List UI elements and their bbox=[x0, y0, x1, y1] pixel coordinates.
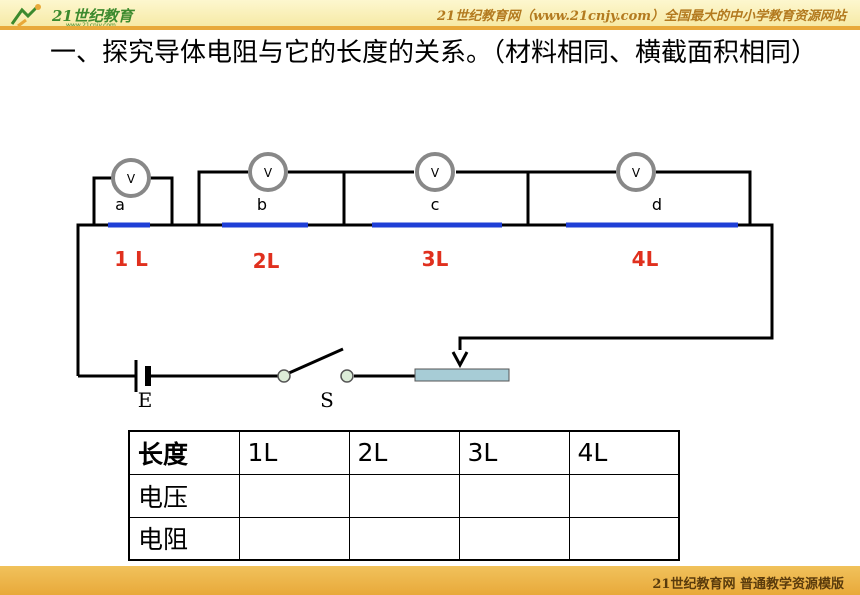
switch-icon bbox=[277, 347, 354, 383]
switch-label: S bbox=[320, 388, 334, 412]
table-row-label: 电压 bbox=[128, 473, 240, 518]
length-resistance-table: 长度 1L 2L 3L 4L 电压 电阻 bbox=[128, 430, 680, 561]
site-logo: 21世纪教育 www.21cnjy.com bbox=[8, 2, 158, 29]
header-strip bbox=[0, 26, 860, 30]
conductor-label-d: d bbox=[652, 195, 662, 214]
table-row: 电压 bbox=[128, 473, 680, 518]
conductor-label-b: b bbox=[257, 195, 267, 214]
table-cell bbox=[348, 516, 460, 561]
table-header-cell: 长度 bbox=[128, 430, 240, 475]
circuit-diagram: V V V V a b c d 1 L 2L 3L 4L E S bbox=[76, 152, 774, 412]
circuit-wires bbox=[76, 170, 774, 378]
logo-subtext: www.21cnjy.com bbox=[66, 22, 116, 29]
voltmeter-symbol: V bbox=[127, 172, 136, 186]
conductor-label-c: c bbox=[431, 195, 440, 214]
table-cell bbox=[348, 473, 460, 518]
length-label-c: 3L bbox=[422, 247, 449, 271]
table-cell bbox=[238, 516, 350, 561]
table-cell bbox=[458, 473, 570, 518]
table-header-cell: 1L bbox=[238, 430, 350, 475]
rheostat-icon bbox=[414, 351, 510, 382]
table-row-label: 电阻 bbox=[128, 516, 240, 561]
table-row: 电阻 bbox=[128, 516, 680, 561]
table-cell bbox=[568, 473, 680, 518]
voltmeter-symbol: V bbox=[632, 166, 641, 180]
battery-label: E bbox=[138, 388, 153, 412]
header-bar: 21世纪教育 www.21cnjy.com 21世纪教育网（www.21cnjy… bbox=[0, 0, 860, 29]
table-cell bbox=[238, 473, 350, 518]
table-header-cell: 4L bbox=[568, 430, 680, 475]
length-label-d: 4L bbox=[632, 247, 659, 271]
slide-title: 一、探究导体电阻与它的长度的关系。（材料相同、横截面积相同） bbox=[50, 38, 818, 68]
table-header-cell: 3L bbox=[458, 430, 570, 475]
voltmeter-b: V bbox=[248, 152, 288, 192]
table-cell bbox=[568, 516, 680, 561]
length-label-a: 1 L bbox=[114, 247, 148, 271]
logo-runner-icon bbox=[10, 4, 41, 28]
voltmeter-d: V bbox=[616, 152, 656, 192]
table-header-row: 长度 1L 2L 3L 4L bbox=[128, 430, 680, 475]
conductor-label-a: a bbox=[115, 195, 125, 214]
voltmeter-a: V bbox=[111, 158, 151, 198]
battery-icon bbox=[134, 360, 151, 392]
table-cell bbox=[458, 516, 570, 561]
voltmeter-symbol: V bbox=[431, 166, 440, 180]
header-tagline: 21世纪教育网（www.21cnjy.com）全国最大的中小学教育资源网站 bbox=[437, 9, 846, 24]
footer-text: 21世纪教育网 普通教学资源模版 bbox=[652, 577, 844, 592]
voltmeter-symbol: V bbox=[264, 166, 273, 180]
logo-text: 21世纪教育 bbox=[52, 7, 133, 25]
footer-bar: 21世纪教育网 普通教学资源模版 bbox=[0, 566, 860, 595]
table-header-cell: 2L bbox=[348, 430, 460, 475]
voltmeter-c: V bbox=[415, 152, 455, 192]
length-label-b: 2L bbox=[253, 249, 280, 273]
